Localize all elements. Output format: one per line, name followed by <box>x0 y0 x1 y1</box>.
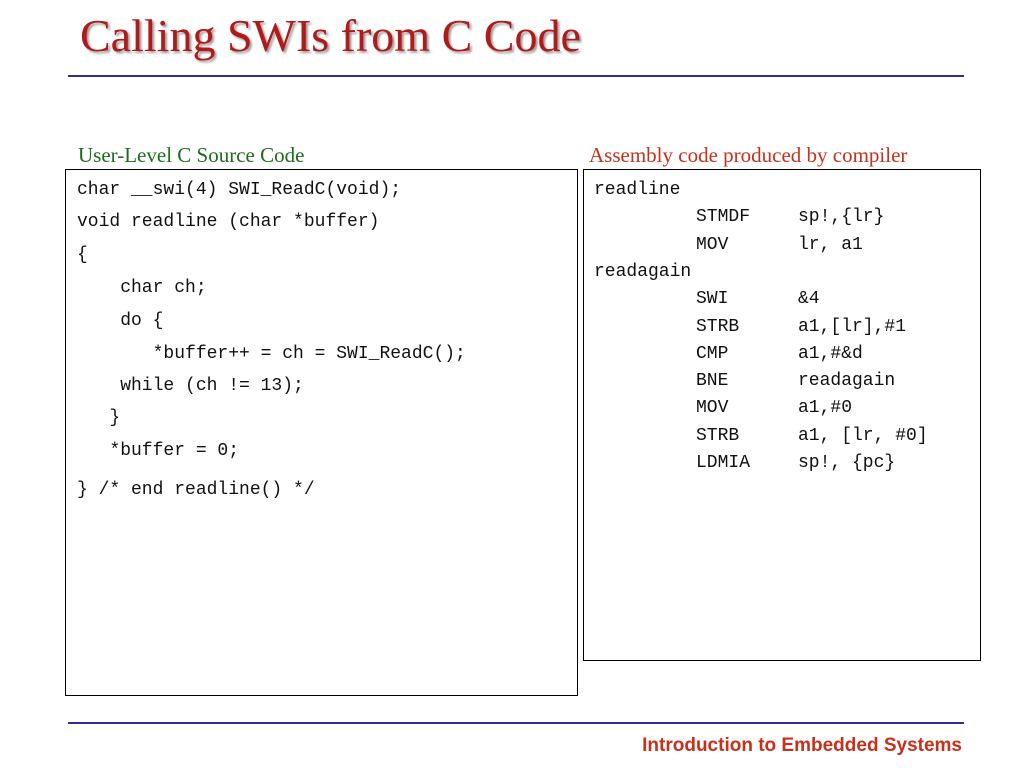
asm-operands: a1,#0 <box>798 398 853 419</box>
asm-opcode: BNE <box>696 371 729 392</box>
c-code-line: void readline (char *buffer) <box>77 212 380 232</box>
asm-operands: readagain <box>798 371 896 392</box>
asm-opcode: MOV <box>696 398 729 419</box>
asm-label: readline <box>594 180 681 200</box>
c-code-line: do { <box>77 311 164 331</box>
asm-operands: sp!,{lr} <box>798 207 885 228</box>
asm-operands: a1,#&d <box>798 343 863 364</box>
c-code-line: } <box>77 408 121 428</box>
c-code-line: } /* end readline() */ <box>77 480 315 500</box>
c-code-line: { <box>77 245 88 265</box>
c-code-line: *buffer = 0; <box>77 441 240 461</box>
asm-operands: &4 <box>798 289 820 310</box>
c-code-line: *buffer++ = ch = SWI_ReadC(); <box>77 344 466 364</box>
asm-opcode: MOV <box>696 234 729 255</box>
asm-opcode: LDMIA <box>696 453 751 473</box>
asm-operands: lr, a1 <box>798 234 863 255</box>
c-code-line: char ch; <box>77 278 207 298</box>
slide-title: Calling SWIs from C Code <box>80 10 581 61</box>
c-source-caption: User-Level C Source Code <box>78 143 305 167</box>
c-code-line: while (ch != 13); <box>77 376 304 396</box>
footer-divider <box>68 722 964 724</box>
asm-opcode: SWI <box>696 289 729 310</box>
assembly-caption: Assembly code produced by compiler <box>589 143 908 167</box>
asm-operands: sp!, {pc} <box>798 453 896 473</box>
asm-operands: a1,[lr],#1 <box>798 316 907 337</box>
asm-operands: a1, [lr, #0] <box>798 425 928 446</box>
c-source-panel: char __swi(4) SWI_ReadC(void); void read… <box>65 169 578 696</box>
asm-opcode: CMP <box>696 343 729 364</box>
title-divider <box>68 75 964 77</box>
footer-text: Introduction to Embedded Systems <box>642 735 962 756</box>
asm-opcode: STRB <box>696 425 740 446</box>
asm-opcode: STRB <box>696 316 740 337</box>
c-code-line: char __swi(4) SWI_ReadC(void); <box>77 180 402 200</box>
asm-opcode: STMDF <box>696 207 751 228</box>
asm-label: readagain <box>594 261 692 282</box>
